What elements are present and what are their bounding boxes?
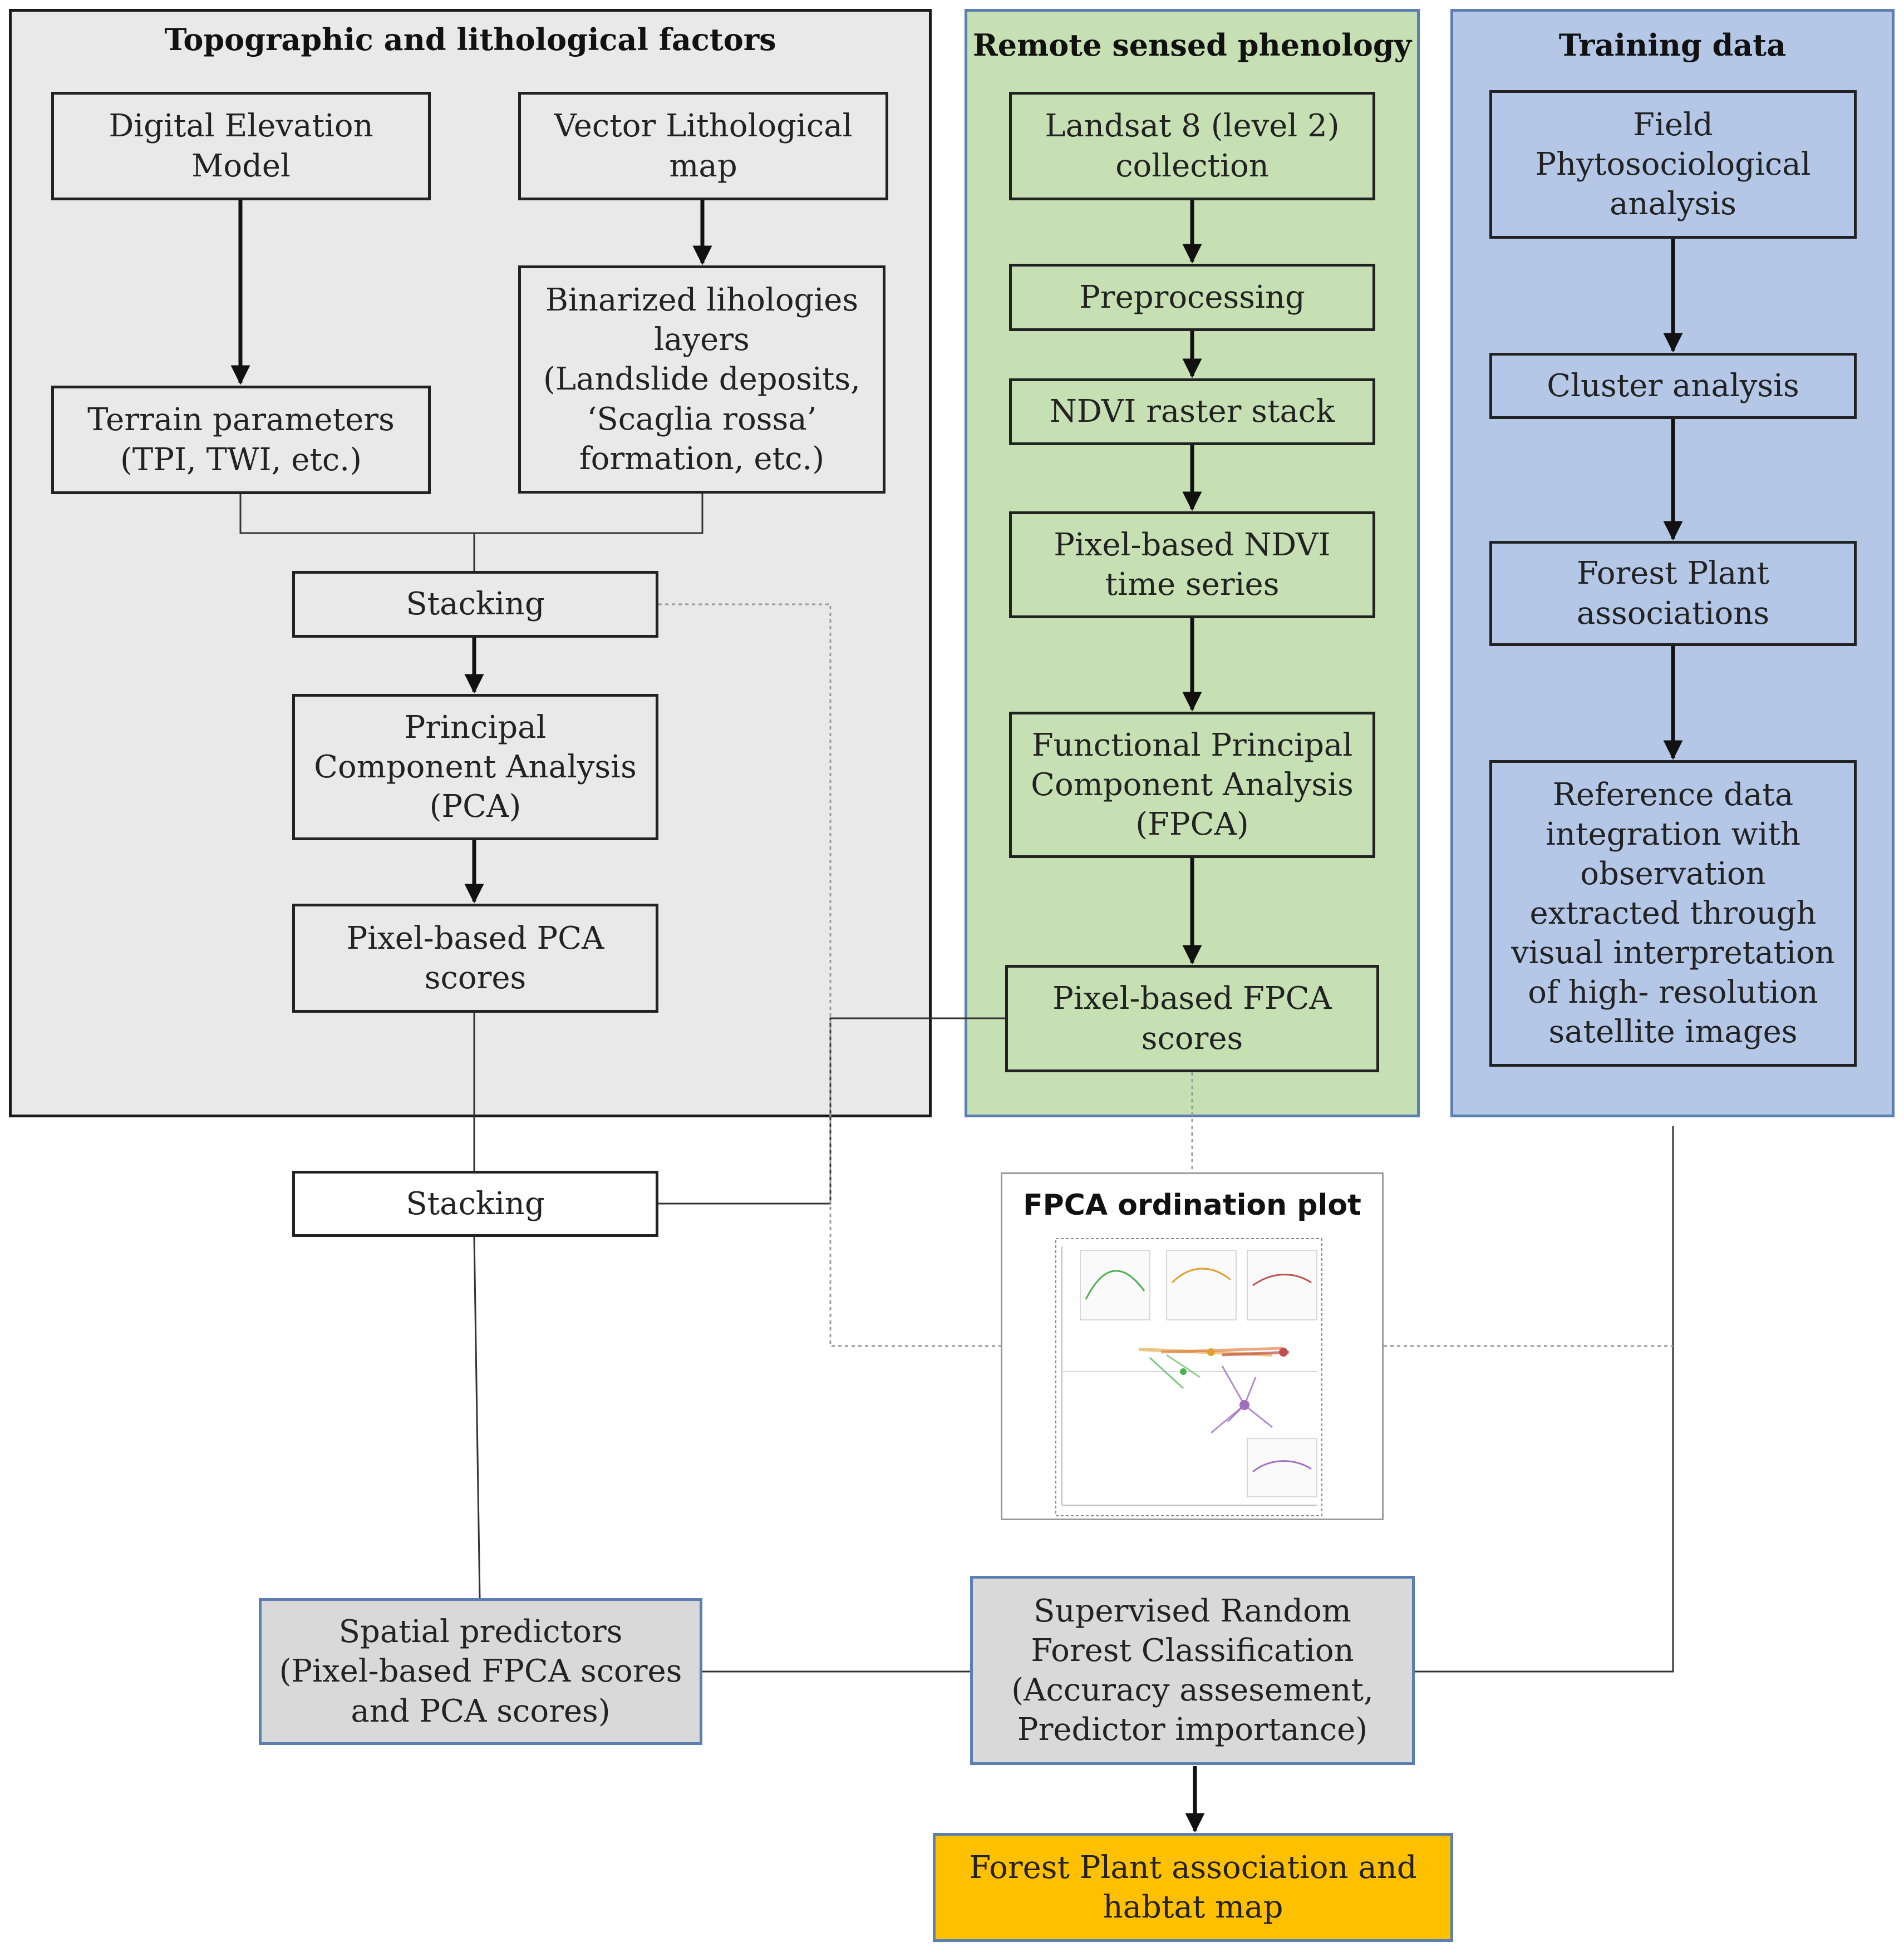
inset-panel-green <box>1080 1250 1150 1320</box>
line-terrain-binarized-merge <box>239 492 703 534</box>
fpca-ordination-plot-title: FPCA ordination plot <box>1023 1189 1361 1222</box>
inset-panel-orange <box>1166 1250 1237 1320</box>
inset-panel-red <box>1247 1250 1317 1320</box>
node-stacking-topographic: Stacking <box>292 571 658 638</box>
inset-curve-green <box>1085 1270 1145 1300</box>
node-field-phytosociological: Field Phytosociological analysis <box>1489 90 1857 239</box>
panel-title-topographic: Topographic and lithological factors <box>164 22 776 57</box>
inset-curve-purple <box>1252 1460 1312 1473</box>
node-spatial-predictors: Spatial predictors (Pixel-based FPCA sco… <box>259 1598 702 1745</box>
panel-title-training: Training data <box>1558 27 1787 63</box>
node-preprocessing: Preprocessing <box>1009 264 1375 331</box>
dotted-stacking1-to-plot <box>658 603 1001 1347</box>
node-random-forest-classification: Supervised Random Forest Classification … <box>970 1576 1415 1765</box>
scatter-cloud <box>1138 1347 1290 1434</box>
node-fpca: Functional Principal Component Analysis … <box>1009 712 1375 858</box>
node-ndvi-time-series: Pixel-based NDVI time series <box>1009 511 1375 618</box>
fpca-ordination-plot-thumbnail <box>1055 1238 1322 1516</box>
node-binarized-lithologies: Binarized lihologies layers (Landslide d… <box>518 265 885 494</box>
node-pca-scores: Pixel-based PCA scores <box>292 904 658 1013</box>
line-fpcascores-to-stacking2 <box>658 1017 1005 1205</box>
node-landsat-collection: Landsat 8 (level 2) collection <box>1009 92 1375 200</box>
line-training-to-rf <box>1415 1126 1674 1673</box>
node-forest-habitat-map: Forest Plant association and habtat map <box>933 1833 1453 1942</box>
inset-curve-orange <box>1171 1268 1231 1284</box>
inset-curve-red <box>1252 1274 1312 1286</box>
node-digital-elevation-model: Digital Elevation Model <box>51 92 431 200</box>
node-terrain-parameters: Terrain parameters (TPI, TWI, etc.) <box>51 386 431 494</box>
node-cluster-analysis: Cluster analysis <box>1489 353 1857 419</box>
panel-title-phenology: Remote sensed phenology <box>972 27 1412 63</box>
node-vector-lithological-map: Vector Lithological map <box>518 92 888 200</box>
node-ndvi-raster-stack: NDVI raster stack <box>1009 378 1375 445</box>
node-pca: Principal Component Analysis (PCA) <box>292 694 658 840</box>
fpca-ordination-plot-card: FPCA ordination plot <box>1001 1172 1384 1520</box>
node-forest-plant-associations: Forest Plant associations <box>1489 541 1857 646</box>
node-fpca-scores: Pixel-based FPCA scores <box>1005 965 1379 1072</box>
line-stacking2-to-spatial <box>473 1236 481 1599</box>
node-reference-data-integration: Reference data integration with observat… <box>1489 760 1857 1067</box>
node-stacking-combined: Stacking <box>292 1171 658 1237</box>
